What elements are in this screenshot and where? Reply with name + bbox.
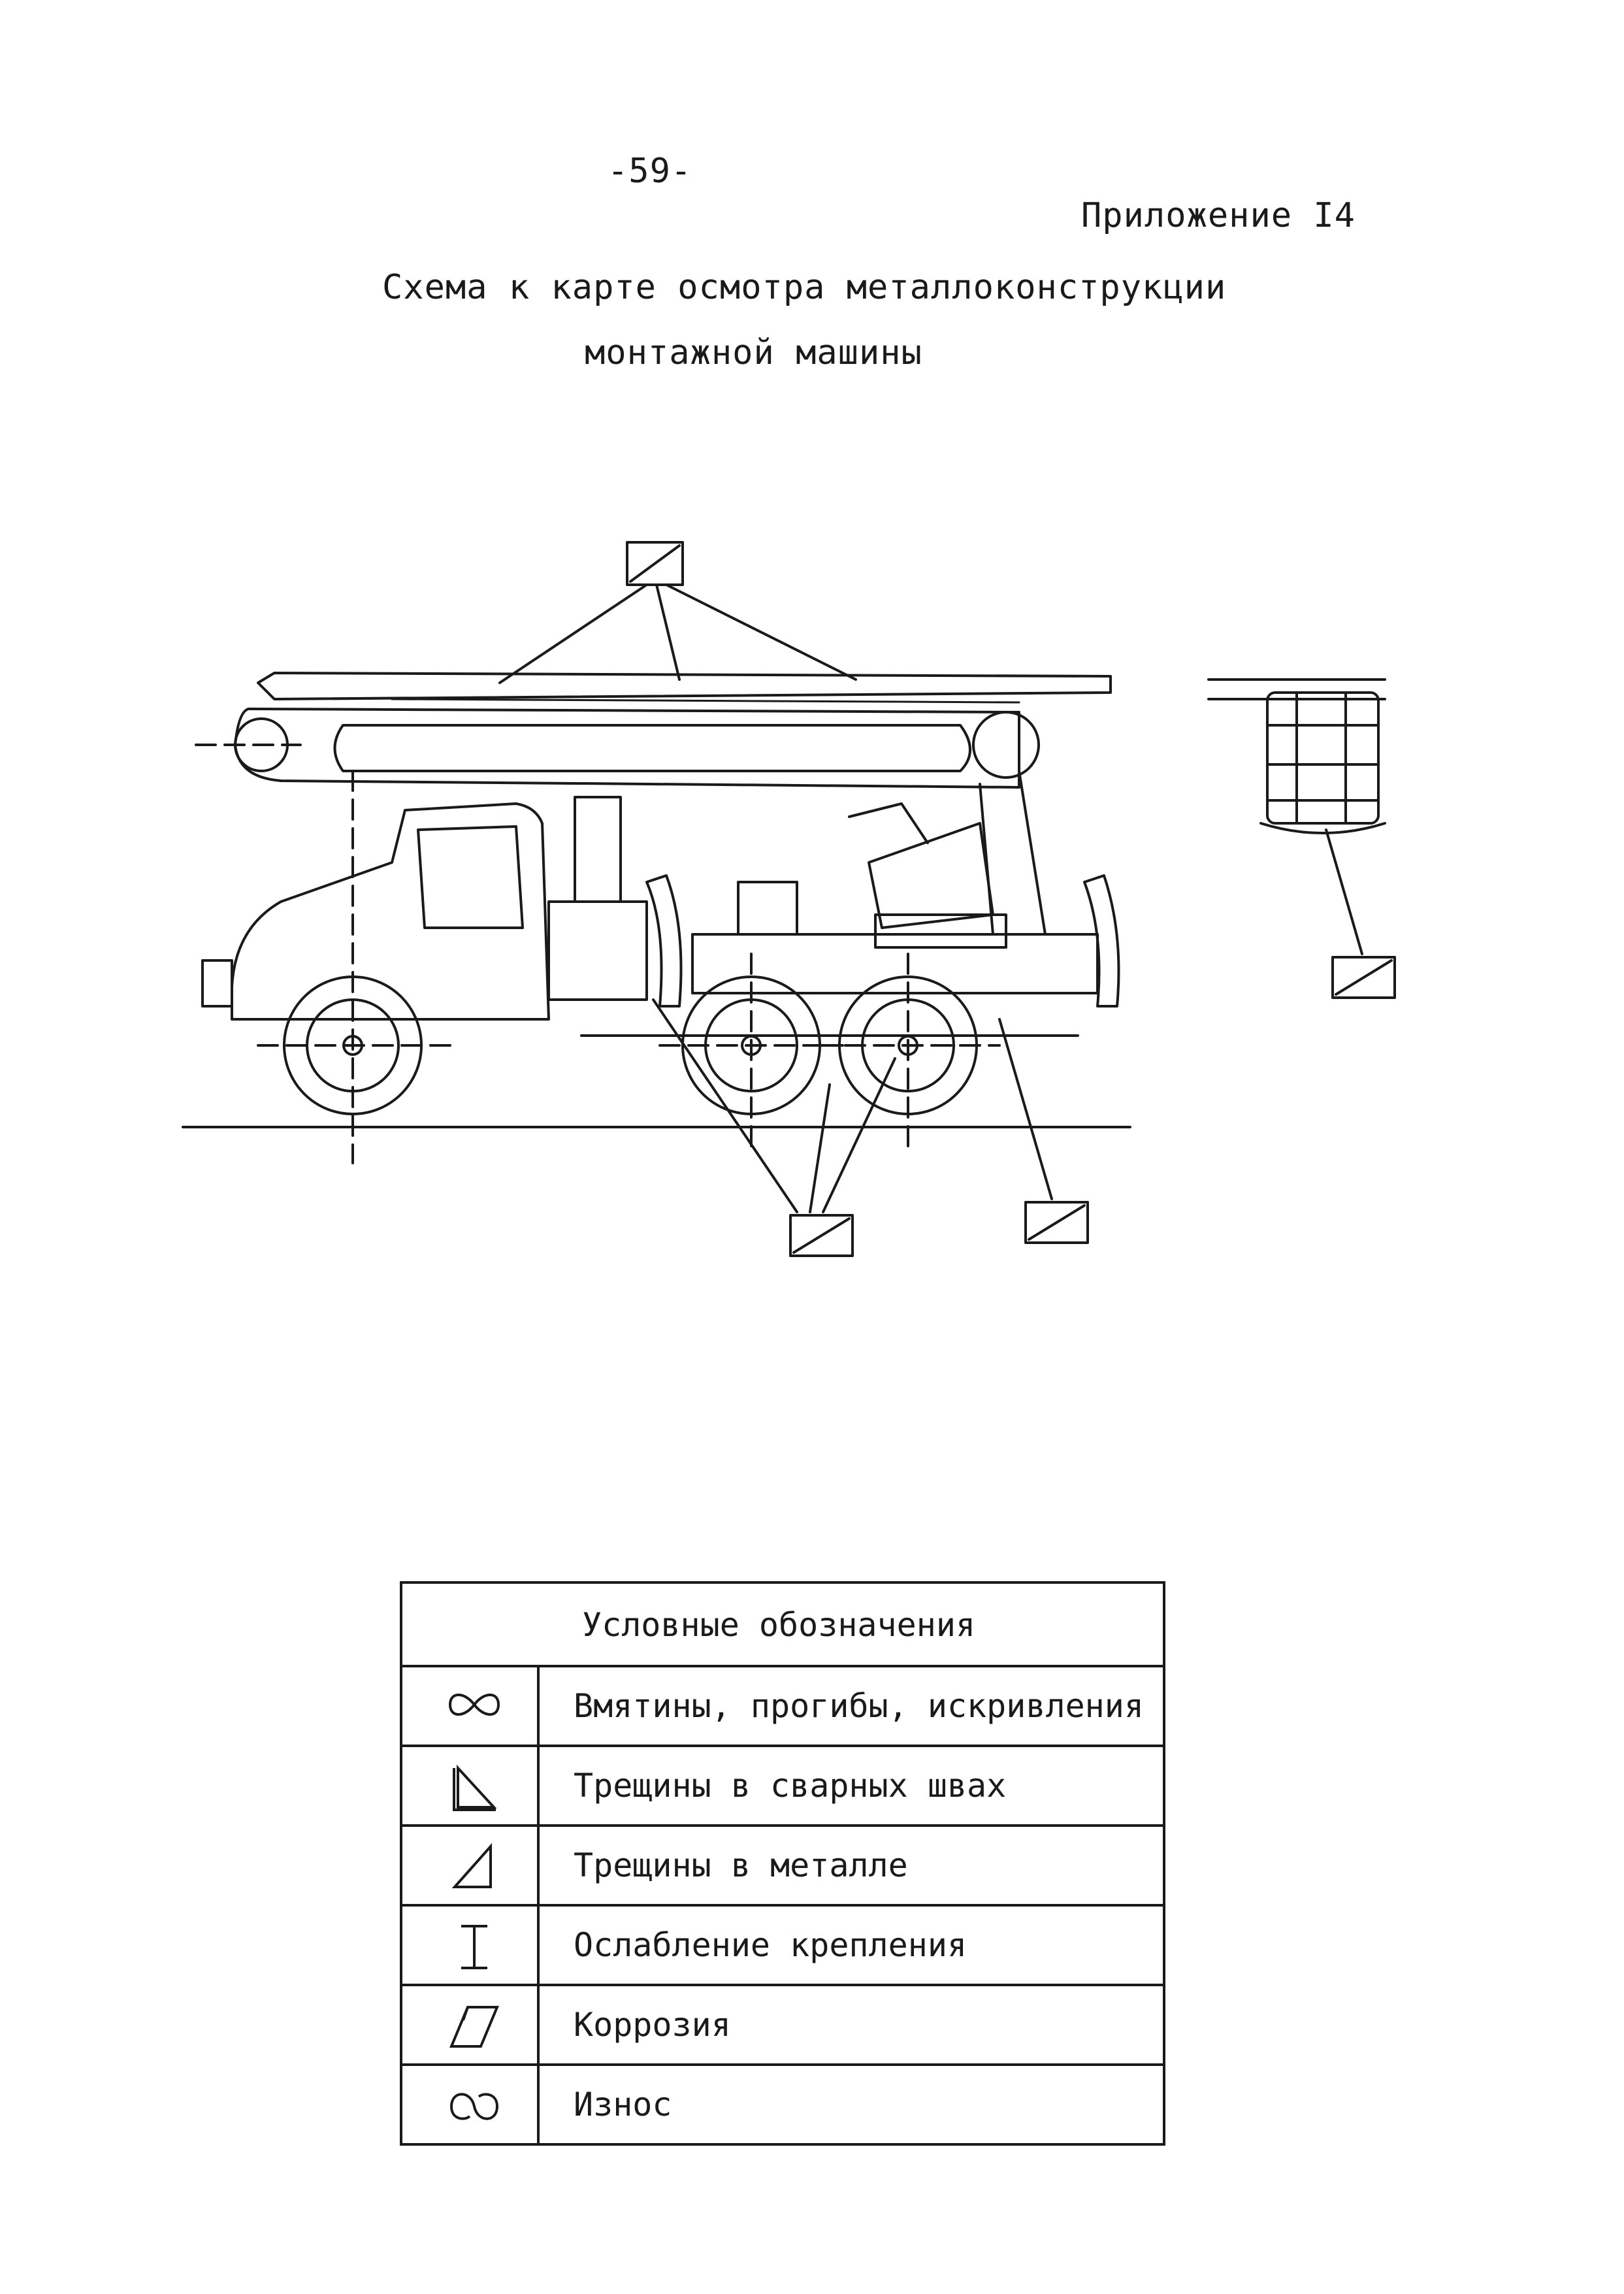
legend-symbol-cell (402, 1986, 540, 2063)
page-title-line-2: монтажной машины (585, 333, 922, 372)
legend-symbol-cell (402, 1827, 540, 1904)
legend-label: Вмятины, прогибы, искривления (574, 1687, 1144, 1725)
legend-label: Ослабление крепления (574, 1926, 967, 1964)
wear-icon (450, 2093, 498, 2120)
legend-symbol-cell (402, 2066, 540, 2146)
boom (195, 672, 1386, 789)
corrosion-icon (449, 2006, 499, 2048)
infinity-icon (448, 1694, 500, 1716)
callout-frame (998, 1018, 1089, 1244)
truck-diagram (182, 541, 1396, 1257)
legend-label: Трещины в металле (574, 1846, 908, 1884)
page-title-line-1: Схема к карте осмотра металлоконструкции (382, 268, 1227, 307)
legend-symbol-cell (402, 1747, 540, 1824)
legend-label: Коррозия (574, 2006, 731, 2044)
legend-label: Износ (574, 2086, 672, 2123)
truck-body (201, 796, 1120, 1037)
legend-row: Ослабление крепления (402, 1907, 1163, 1986)
legend-symbol-cell (402, 1667, 540, 1745)
legend-row: Трещины в металле (402, 1827, 1163, 1907)
callout-basket (1325, 828, 1396, 999)
fastening-icon (461, 1925, 487, 1969)
legend-table: Условные обозначения Вмятины, прогибы, и… (400, 1581, 1165, 2146)
basket (1259, 691, 1386, 834)
legend-row: Вмятины, прогибы, искривления (402, 1667, 1163, 1747)
front-wheel (257, 770, 452, 1164)
legend-row: Износ (402, 2066, 1163, 2146)
legend-row: Коррозия (402, 1986, 1163, 2066)
legend-row: Трещины в сварных швах (402, 1747, 1163, 1827)
callout-chassis (652, 998, 896, 1257)
metal-crack-icon (451, 1843, 492, 1888)
legend-title: Условные обозначения (582, 1606, 976, 1644)
page-number: -59- (608, 152, 692, 191)
legend-label: Трещины в сварных швах (574, 1767, 1007, 1805)
weld-crack-icon (453, 1764, 497, 1811)
appendix-label: Приложение I4 (1081, 196, 1356, 235)
callout-boom (498, 541, 857, 684)
legend-header: Условные обозначения (402, 1584, 1163, 1667)
rear-wheel (815, 953, 1001, 1151)
legend-symbol-cell (402, 1907, 540, 1984)
boom-support (848, 770, 1047, 949)
